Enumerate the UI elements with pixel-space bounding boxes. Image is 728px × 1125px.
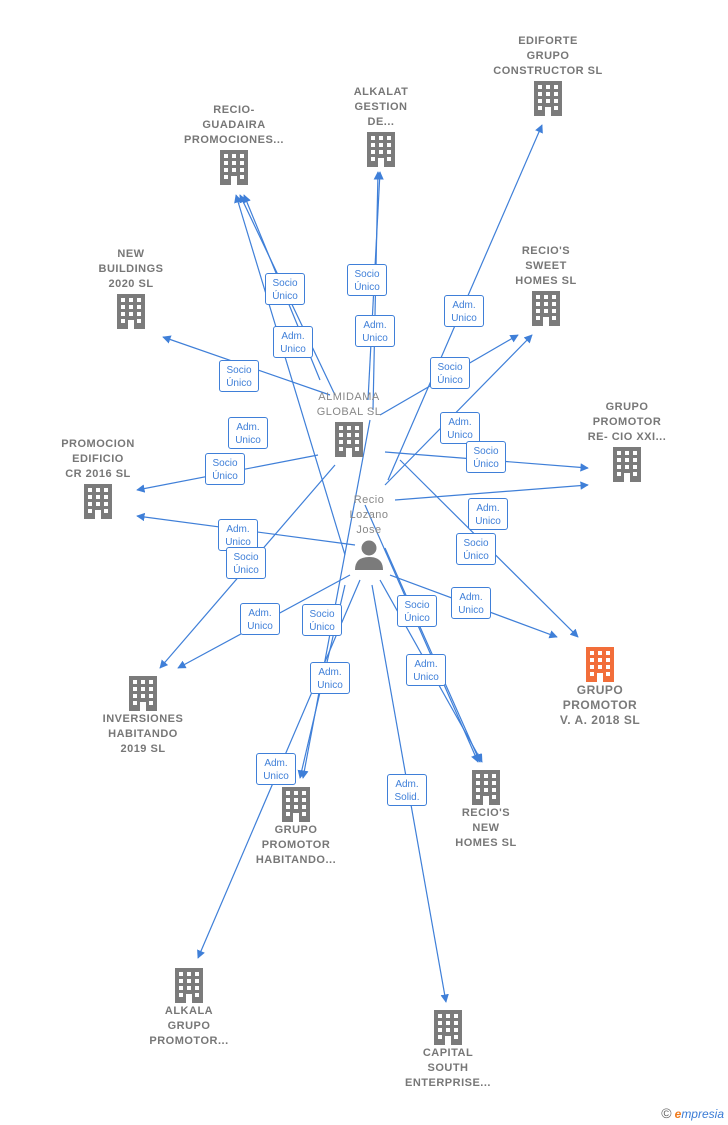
building-icon (613, 447, 641, 482)
edge-label[interactable]: Adm.Unico (240, 603, 280, 635)
building-icon (129, 676, 157, 711)
edge-label[interactable]: Adm.Unico (440, 412, 480, 444)
edge-line (300, 419, 371, 779)
building-icon (534, 81, 562, 116)
brand-footer[interactable]: ©empresia (661, 1105, 724, 1121)
building-icon (472, 770, 500, 805)
edge-label[interactable]: Adm.Unico (273, 326, 313, 358)
edge-line (234, 194, 346, 556)
building-icon (434, 1010, 462, 1045)
edge-label[interactable]: Adm.Unico (218, 519, 258, 551)
person-icon (355, 540, 383, 570)
building-icon (175, 968, 203, 1003)
edge-label[interactable]: Adm.Unico (444, 295, 484, 327)
edge-line (364, 504, 479, 763)
edge-label[interactable]: Adm.Unico (310, 662, 350, 694)
building-icon (532, 291, 560, 326)
edge-label[interactable]: Adm.Unico (451, 587, 491, 619)
edge-label[interactable]: Adm.Unico (228, 417, 268, 449)
brand-logo-text: mpresia (681, 1107, 724, 1121)
copyright-icon: © (661, 1105, 672, 1121)
edge-label[interactable]: Adm.Unico (406, 654, 446, 686)
edge-label[interactable]: Adm.Unico (256, 753, 296, 785)
building-icon (117, 294, 145, 329)
building-icon (84, 484, 112, 519)
edge-label[interactable]: Adm.Unico (468, 498, 508, 530)
edge-label[interactable]: Adm.Unico (355, 315, 395, 347)
building-icon (586, 647, 614, 682)
brand-logo-e: e (674, 1107, 682, 1121)
building-icon (220, 150, 248, 185)
edge-label[interactable]: Adm.Solid. (387, 774, 427, 806)
edge-line (394, 481, 589, 501)
building-icon (335, 422, 363, 457)
building-icon (367, 132, 395, 167)
edge-line (384, 334, 533, 486)
building-icon (282, 787, 310, 822)
